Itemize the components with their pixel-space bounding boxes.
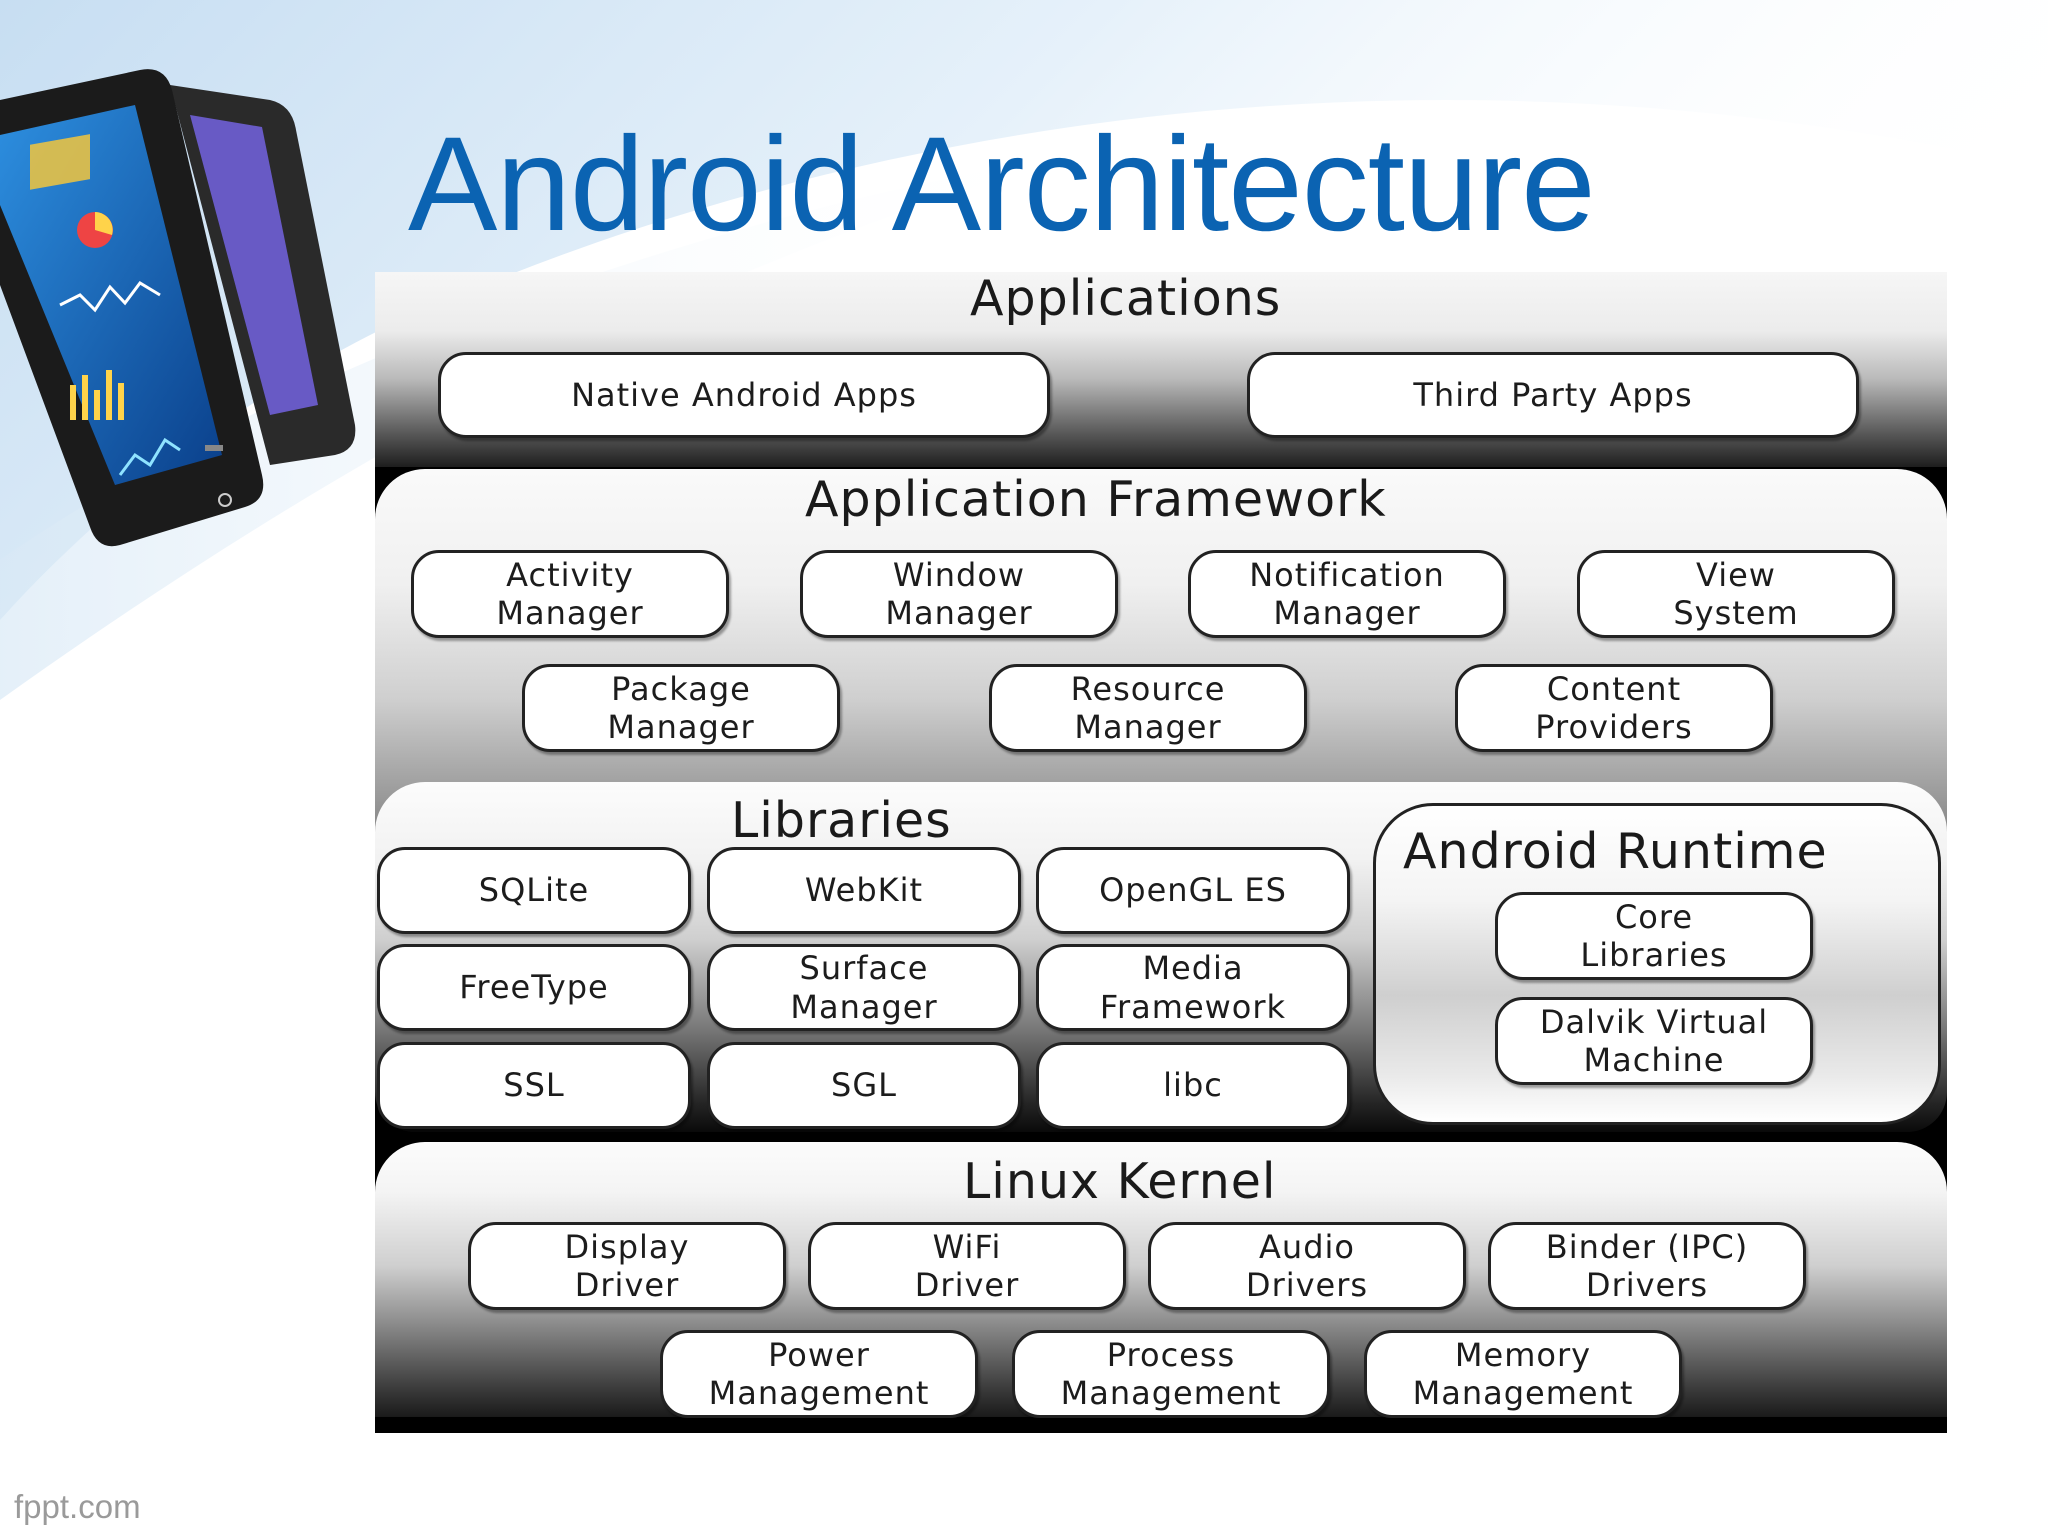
media-framework-box: Media Framework <box>1036 944 1350 1031</box>
opengl-es-box: OpenGL ES <box>1036 847 1350 934</box>
activity-manager-box: Activity Manager <box>411 550 729 638</box>
footer-brand: fppt.com <box>14 1488 141 1525</box>
android-runtime-title: Android Runtime <box>1403 823 1828 880</box>
core-libraries-box: Core Libraries <box>1495 892 1813 980</box>
lower-layers: Libraries SQLite WebKit OpenGL ES FreeTy… <box>375 782 1947 1418</box>
ssl-box: SSL <box>377 1042 691 1129</box>
third-party-apps-box: Third Party Apps <box>1247 352 1859 438</box>
view-system-box: View System <box>1577 550 1895 638</box>
freetype-box: FreeType <box>377 944 691 1031</box>
audio-drivers-box: Audio Drivers <box>1148 1222 1466 1310</box>
native-android-apps-box: Native Android Apps <box>438 352 1050 438</box>
binder-ipc-drivers-box: Binder (IPC) Drivers <box>1488 1222 1806 1310</box>
linux-kernel-title: Linux Kernel <box>963 1153 1277 1210</box>
dalvik-virtual-machine-box: Dalvik Virtual Machine <box>1495 997 1813 1085</box>
process-management-box: Process Management <box>1012 1330 1330 1418</box>
libraries-title: Libraries <box>731 792 952 849</box>
content-providers-box: Content Providers <box>1455 664 1773 752</box>
notification-manager-box: Notification Manager <box>1188 550 1506 638</box>
applications-layer: Applications Native Android Apps Third P… <box>375 272 1947 467</box>
wifi-driver-box: WiFi Driver <box>808 1222 1126 1310</box>
android-architecture-diagram: Applications Native Android Apps Third P… <box>375 272 1947 1433</box>
sgl-box: SGL <box>707 1042 1021 1129</box>
display-driver-box: Display Driver <box>468 1222 786 1310</box>
window-manager-box: Window Manager <box>800 550 1118 638</box>
sqlite-box: SQLite <box>377 847 691 934</box>
resource-manager-box: Resource Manager <box>989 664 1307 752</box>
surface-manager-box: Surface Manager <box>707 944 1021 1031</box>
slide-title: Android Architecture <box>408 110 1596 259</box>
applications-title: Applications <box>970 272 1282 327</box>
webkit-box: WebKit <box>707 847 1021 934</box>
libc-box: libc <box>1036 1042 1350 1129</box>
memory-management-box: Memory Management <box>1364 1330 1682 1418</box>
smartphone-illustration <box>0 69 356 547</box>
power-management-box: Power Management <box>660 1330 978 1418</box>
application-framework-title: Application Framework <box>805 471 1387 528</box>
package-manager-box: Package Manager <box>522 664 840 752</box>
